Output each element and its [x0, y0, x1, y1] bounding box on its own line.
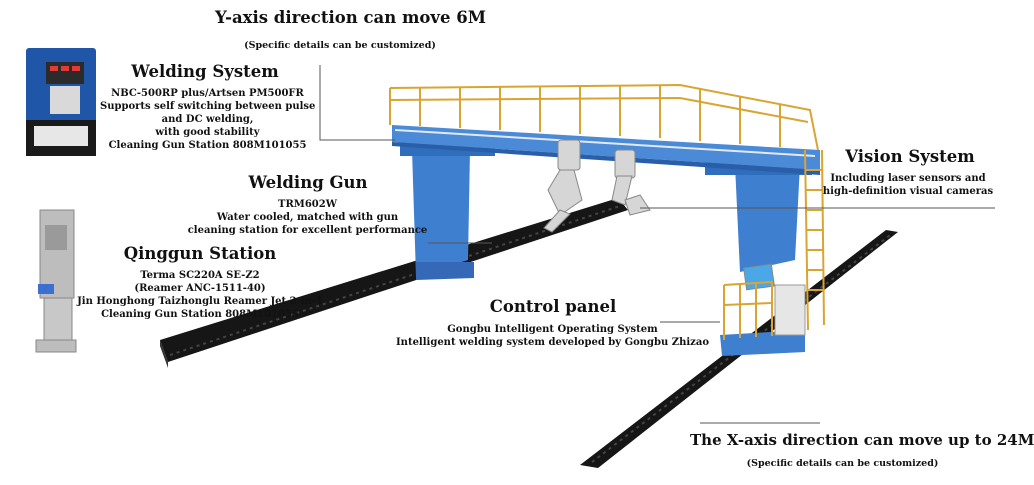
welding-system-line: Cleaning Gun Station 808M101055 — [108, 140, 307, 151]
y-axis-note: (Specific details can be customized) — [244, 40, 436, 51]
ladder — [804, 149, 825, 331]
welding-gun-line: Water cooled, matched with gun — [216, 212, 399, 223]
qinggun-station-line: (Reamer ANC-1511-40) — [134, 283, 266, 294]
qinggun-station-details: Terma SC220A SE-Z2 (Reamer ANC-1511-40) … — [70, 269, 330, 321]
robot-arms — [543, 139, 651, 233]
welding-system-details: NBC-500RP plus/Artsen PM500FR Supports s… — [100, 87, 315, 152]
qinggun-station-line: Terma SC220A SE-Z2 — [140, 270, 260, 281]
control-panel-line: Gongbu Intelligent Operating System — [447, 324, 658, 335]
welding-gun-details: TRM602W Water cooled, matched with gun c… — [180, 198, 435, 237]
control-panel-details: Gongbu Intelligent Operating System Inte… — [385, 323, 720, 349]
welding-gun-title: Welding Gun — [248, 173, 368, 192]
vision-system-title: Vision System — [845, 147, 975, 166]
control-panel-title: Control panel — [489, 297, 617, 316]
y-axis-title: Y-axis direction can move 6M — [215, 8, 486, 27]
x-axis-note: (Specific details can be customized) — [746, 458, 939, 469]
left-rail — [160, 198, 628, 368]
machine-illustration — [26, 48, 995, 468]
welding-system-line: Supports self switching between pulse — [100, 101, 316, 112]
control-panel-line: Intelligent welding system developed by … — [396, 337, 709, 348]
qinggun-station-line: Cleaning Gun Station 808M101055 — [101, 309, 299, 320]
welding-system-line: NBC-500RP plus/Artsen PM500FR — [111, 88, 304, 99]
welding-power-source — [26, 48, 96, 156]
gantry-welding-diagram: Y-axis direction can move 6M (Specific d… — [26, 8, 1034, 469]
welding-system-line: with good stability — [155, 127, 260, 138]
control-platform — [720, 263, 806, 356]
qinggun-station-title: Qinggun Station — [123, 244, 277, 263]
welding-gun-line: TRM602W — [278, 199, 337, 210]
qinggun-station-line: Jin Honghong Taizhonglu Reamer Jet 2-in-… — [77, 296, 323, 307]
right-gantry-leg — [705, 160, 812, 272]
leader-lines — [319, 65, 995, 424]
x-axis-title: The X-axis direction can move up to 24M — [690, 431, 1034, 449]
welding-gun-line: cleaning station for excellent performan… — [187, 225, 428, 236]
qinggun-station-machine — [35, 209, 77, 353]
vision-system-line: Including laser sensors and — [830, 173, 986, 184]
platform-guard — [723, 280, 773, 340]
vision-system-line: high-definition visual cameras — [822, 186, 994, 197]
vision-system-details: Including laser sensors and high-definit… — [818, 172, 998, 198]
welding-system-title: Welding System — [131, 62, 279, 81]
top-guard-rail — [389, 83, 819, 151]
welding-system-line: and DC welding, — [161, 114, 254, 125]
cross-beam — [392, 125, 820, 175]
